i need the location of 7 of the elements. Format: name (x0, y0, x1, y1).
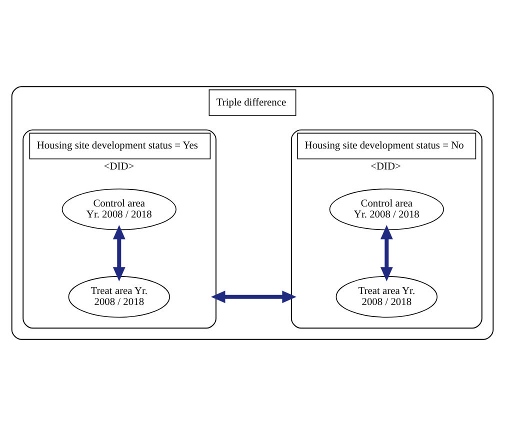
node-ellipse: Treat area Yr. 2008 / 2018 (336, 276, 438, 318)
node-ellipse: Treat area Yr. 2008 / 2018 (68, 276, 170, 318)
arrow (112, 225, 126, 282)
node-ellipse: Control area Yr. 2008 / 2018 (329, 188, 444, 230)
arrow (380, 225, 393, 282)
arrow (211, 290, 296, 304)
node-ellipse: Control area Yr. 2008 / 2018 (62, 188, 176, 230)
